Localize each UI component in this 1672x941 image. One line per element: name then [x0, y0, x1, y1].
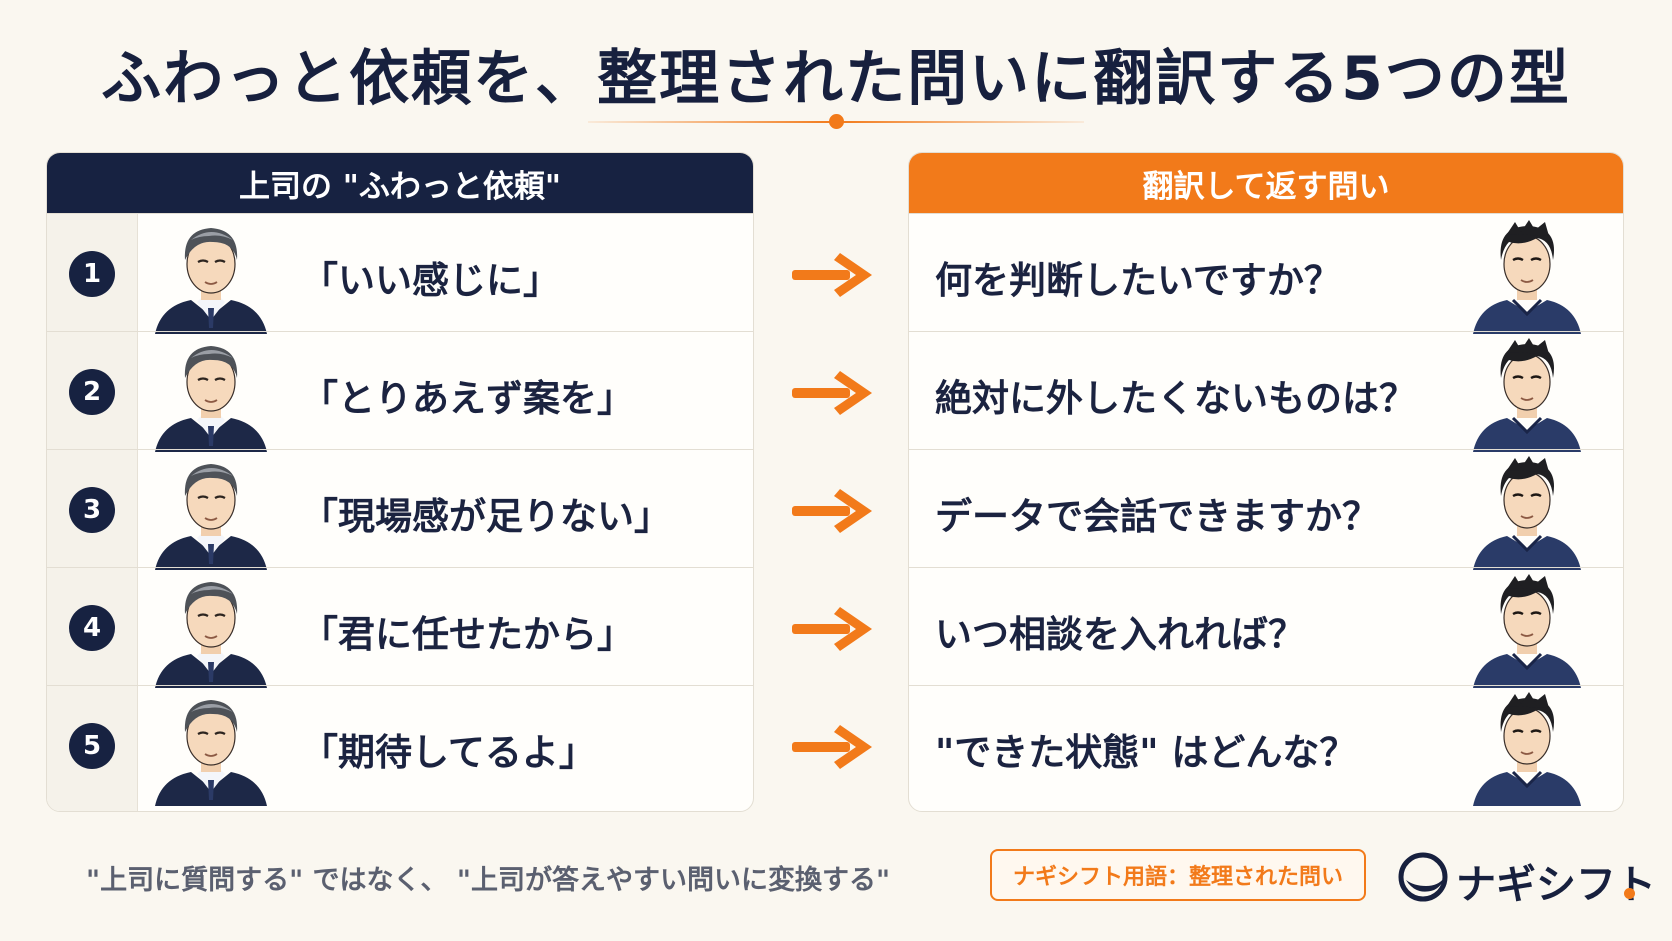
question-text: いつ相談を入れれば？: [935, 613, 1305, 656]
brand-name: ナギシフト: [1456, 862, 1656, 908]
arrow-right-icon: [792, 725, 872, 769]
arrow-right-icon: [792, 607, 872, 651]
question-text: データで会話できますか？: [935, 495, 1379, 538]
staff-avatar-icon: [1473, 456, 1581, 570]
question-row-1: 何を判断したいですか？: [909, 213, 1623, 334]
boss-avatar-icon: [155, 228, 267, 334]
row-number: 3: [69, 487, 115, 533]
staff-avatar-icon: [1473, 692, 1581, 806]
term-badge: ナギシフト用語：整理された問い: [990, 849, 1366, 901]
question-text: "できた状態" はどんな？: [935, 731, 1357, 774]
brand-logo: ナギシフト: [1398, 848, 1656, 908]
question-row-4: いつ相談を入れれば？: [909, 567, 1623, 688]
request-text: 「現場感が足りない」: [301, 495, 671, 538]
staff-avatar-icon: [1473, 338, 1581, 452]
request-row-5: 5 「期待してるよ」: [47, 685, 753, 806]
arrow-right-icon: [792, 253, 872, 297]
arrow-right-icon: [792, 489, 872, 533]
wave-circle-icon: [1398, 852, 1448, 902]
request-row-3: 3 「現場感が足りない」: [47, 449, 753, 570]
staff-avatar-icon: [1473, 220, 1581, 334]
request-text: 「期待してるよ」: [301, 731, 596, 774]
staff-avatar-icon: [1473, 574, 1581, 688]
boss-avatar-icon: [155, 700, 267, 806]
question-panel: 翻訳して返す問い 何を判断したいですか？ 絶対に外したくないものは？ データ: [908, 152, 1624, 812]
question-panel-header: 翻訳して返す問い: [909, 153, 1623, 213]
arrow-right-icon: [792, 371, 872, 415]
request-panel-header: 上司の "ふわっと依頼": [47, 153, 753, 213]
boss-avatar-icon: [155, 464, 267, 570]
question-row-2: 絶対に外したくないものは？: [909, 331, 1623, 452]
request-row-4: 4 「君に任せたから」: [47, 567, 753, 688]
request-row-1: 1 「いい感じに」: [47, 213, 753, 334]
request-row-2: 2 「とりあえず案を」: [47, 331, 753, 452]
request-text: 「とりあえず案を」: [301, 377, 634, 420]
boss-avatar-icon: [155, 346, 267, 452]
brand-dot: [1624, 888, 1635, 899]
row-number: 1: [69, 251, 115, 297]
request-panel: 上司の "ふわっと依頼" 1 「いい感じに」 2: [46, 152, 754, 812]
question-row-3: データで会話できますか？: [909, 449, 1623, 570]
question-text: 絶対に外したくないものは？: [935, 377, 1416, 420]
row-number: 2: [69, 369, 115, 415]
page-title: ふわっと依頼を、整理された問いに翻訳する5つの型: [101, 44, 1571, 114]
question-text: 何を判断したいですか？: [935, 259, 1341, 302]
row-number: 5: [69, 723, 115, 769]
question-row-5: "できた状態" はどんな？: [909, 685, 1623, 806]
request-text: 「君に任せたから」: [301, 613, 634, 656]
request-text: 「いい感じに」: [301, 259, 560, 302]
row-number: 4: [69, 605, 115, 651]
footer-message: "上司に質問する" ではなく、 "上司が答えやすい問いに変換する": [86, 865, 891, 896]
boss-avatar-icon: [155, 582, 267, 688]
title-underline-dot: [829, 114, 844, 129]
